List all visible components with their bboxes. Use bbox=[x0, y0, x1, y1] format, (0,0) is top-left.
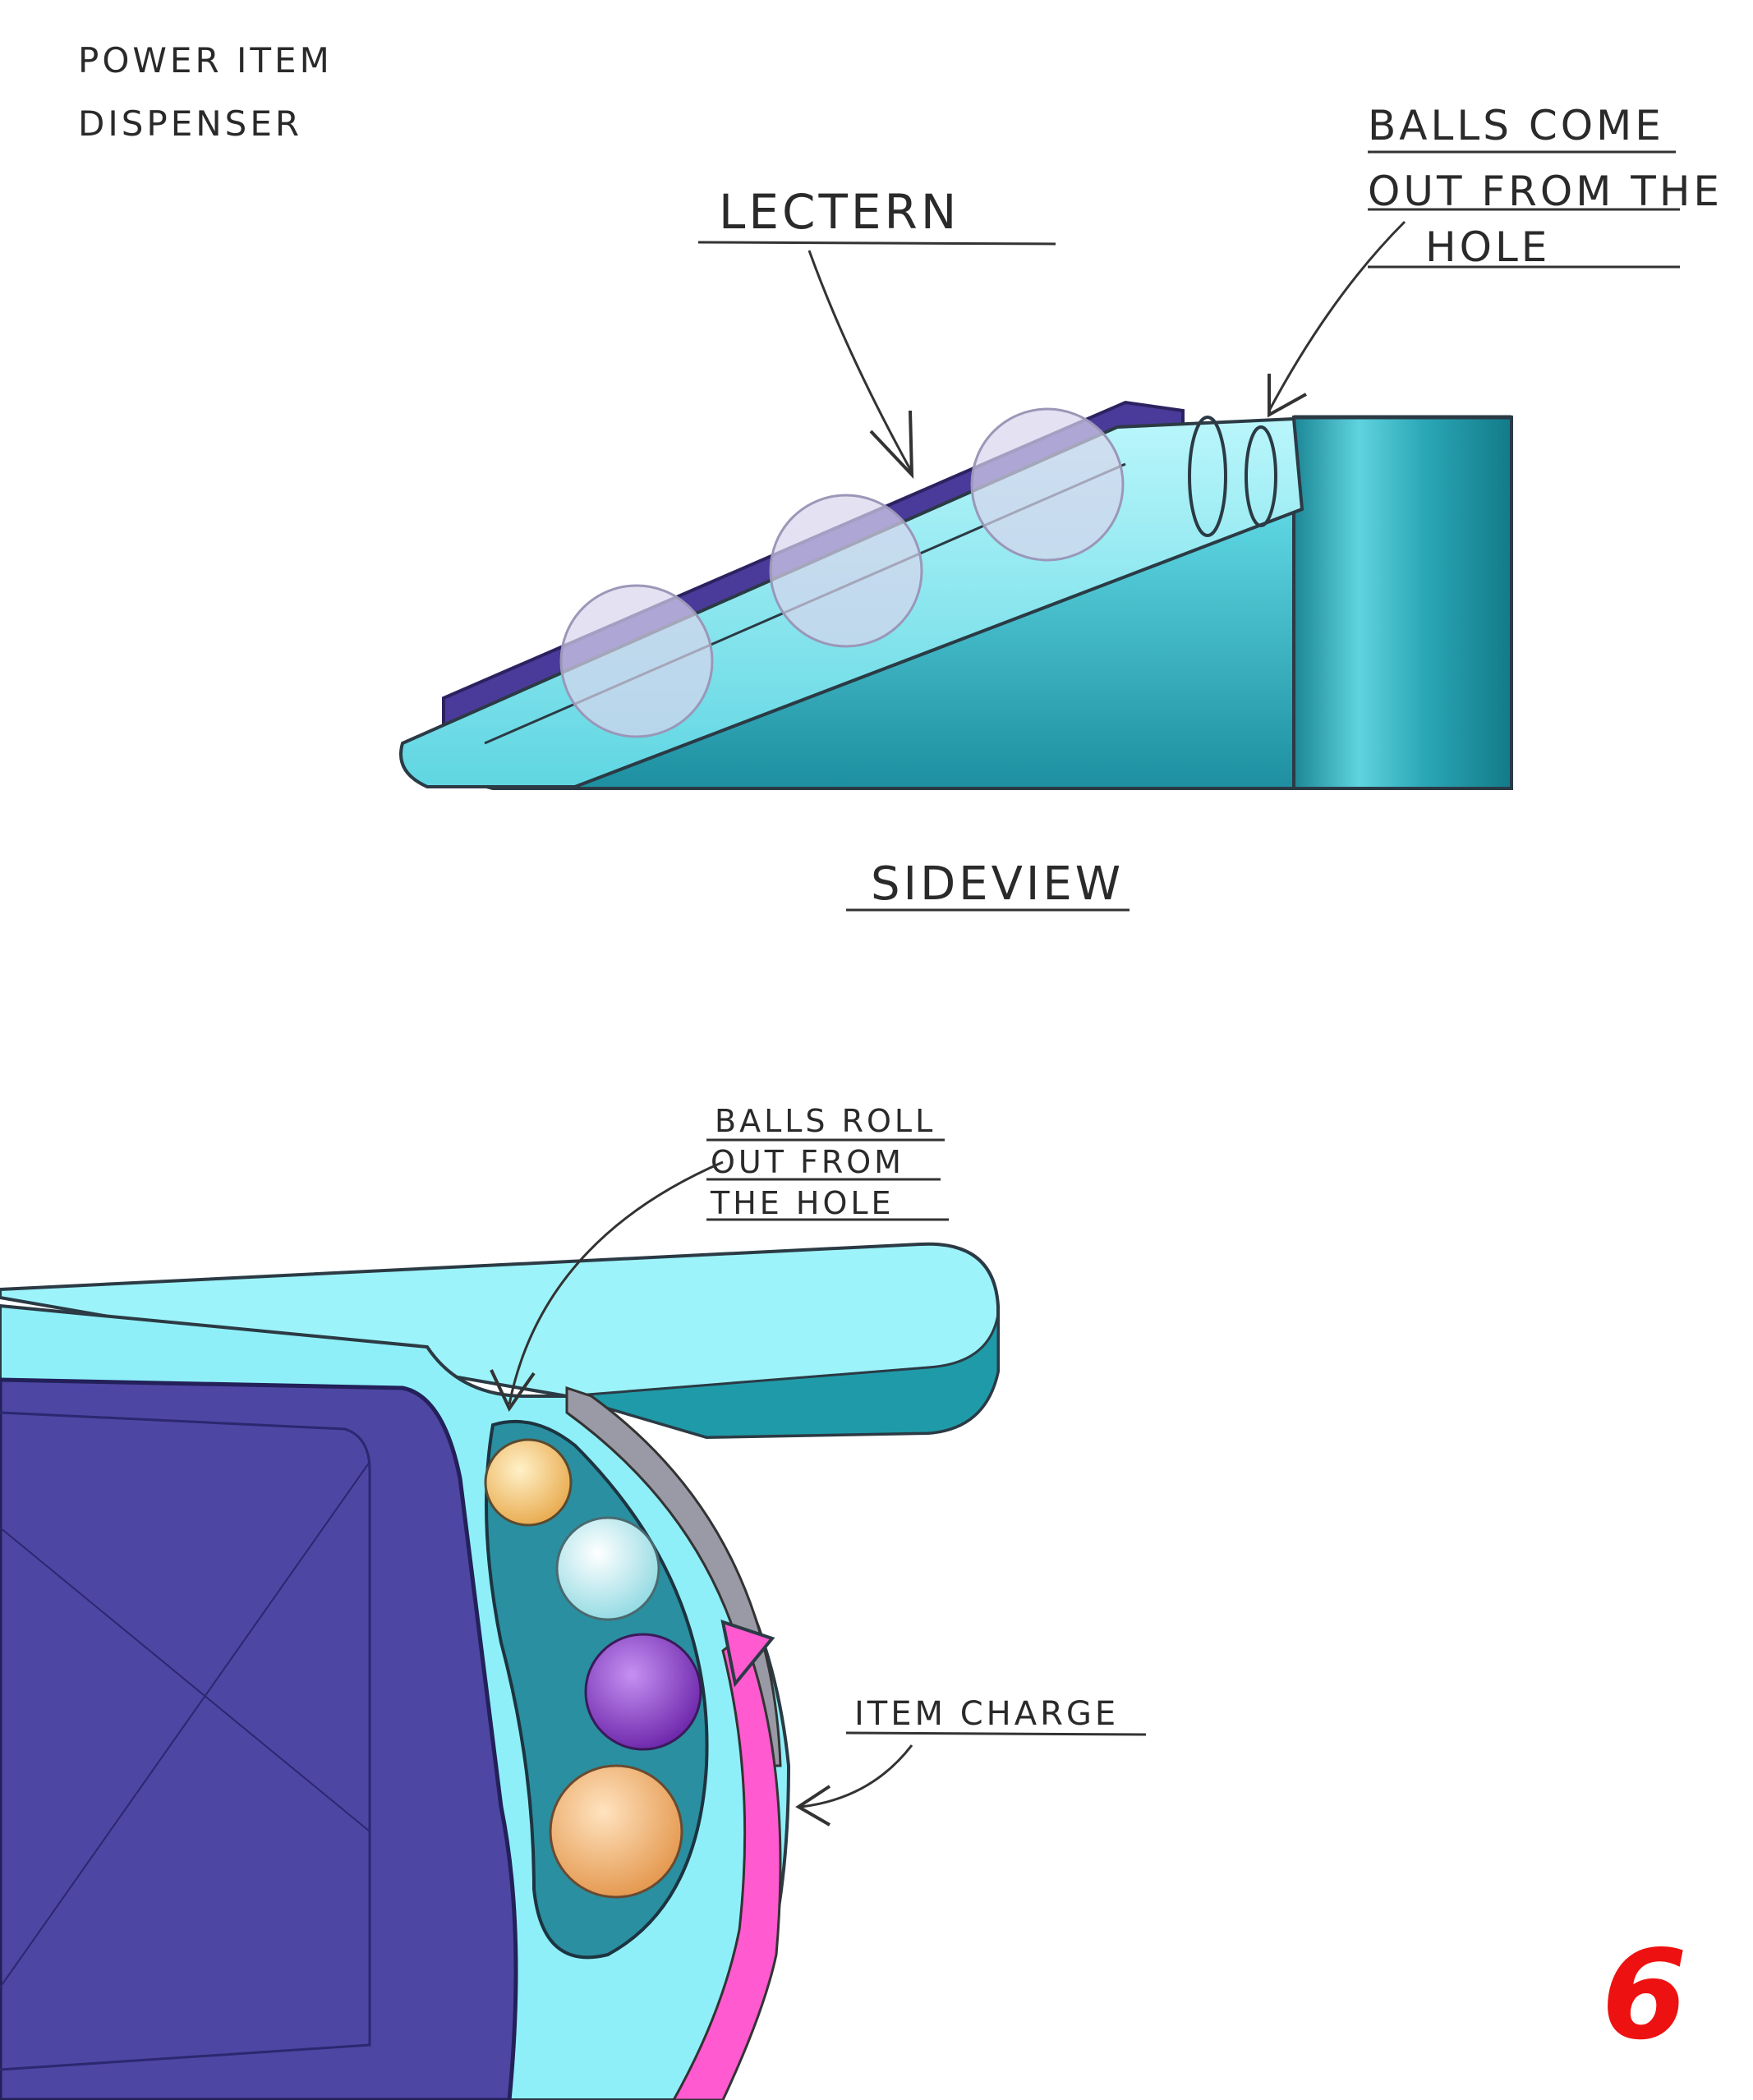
lectern-label: LECTERN bbox=[719, 184, 959, 240]
hole-label-line-3: HOLE bbox=[1425, 223, 1550, 271]
roll-label-line-2: OUT FROM bbox=[711, 1144, 904, 1180]
side-view-drawing bbox=[399, 400, 1513, 790]
side-ball-3 bbox=[970, 407, 1125, 562]
ball-1 bbox=[484, 1438, 573, 1527]
hole-ring-2 bbox=[1245, 425, 1277, 527]
charge-callout: ITEM CHARGE bbox=[795, 1695, 1147, 1827]
top-view-drawing bbox=[0, 1242, 1000, 2100]
lectern-callout: LECTERN bbox=[697, 184, 1056, 480]
charge-bar-fill bbox=[672, 1632, 782, 2100]
ball-2 bbox=[555, 1516, 660, 1621]
roll-label-line-3: THE HOLE bbox=[710, 1185, 895, 1221]
charge-indicator-icon bbox=[720, 1620, 775, 1688]
hole-ring-1 bbox=[1188, 416, 1227, 537]
hole-callout: BALLS COME OUT FROM THE HOLE bbox=[1268, 102, 1723, 418]
title-line-2: DISPENSER bbox=[78, 103, 302, 144]
hole-label-line-2: OUT FROM THE bbox=[1368, 168, 1723, 215]
title-line-1: POWER ITEM bbox=[78, 40, 333, 80]
item-charge-label: ITEM CHARGE bbox=[854, 1695, 1119, 1733]
roll-label-line-1: BALLS ROLL bbox=[715, 1103, 936, 1139]
page-number: 6 bbox=[1601, 1924, 1687, 2067]
ball-3 bbox=[584, 1633, 702, 1751]
side-ball-2 bbox=[769, 494, 923, 648]
dispenser-column bbox=[1292, 416, 1513, 790]
side-ball-1 bbox=[559, 584, 714, 738]
sideview-caption: SIDEVIEW bbox=[871, 857, 1124, 911]
hole-label-line-1: BALLS COME bbox=[1368, 102, 1664, 149]
roll-callout: BALLS ROLL OUT FROM THE HOLE bbox=[490, 1103, 949, 1412]
ball-4 bbox=[549, 1764, 683, 1899]
